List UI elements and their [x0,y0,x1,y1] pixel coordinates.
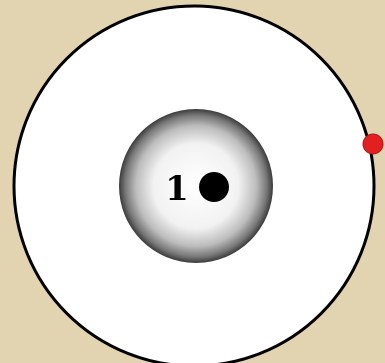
nucleus-sphere [119,109,273,263]
nucleus-label: 1 [165,169,189,209]
electron-dot [363,134,383,154]
core-dot [199,172,229,202]
